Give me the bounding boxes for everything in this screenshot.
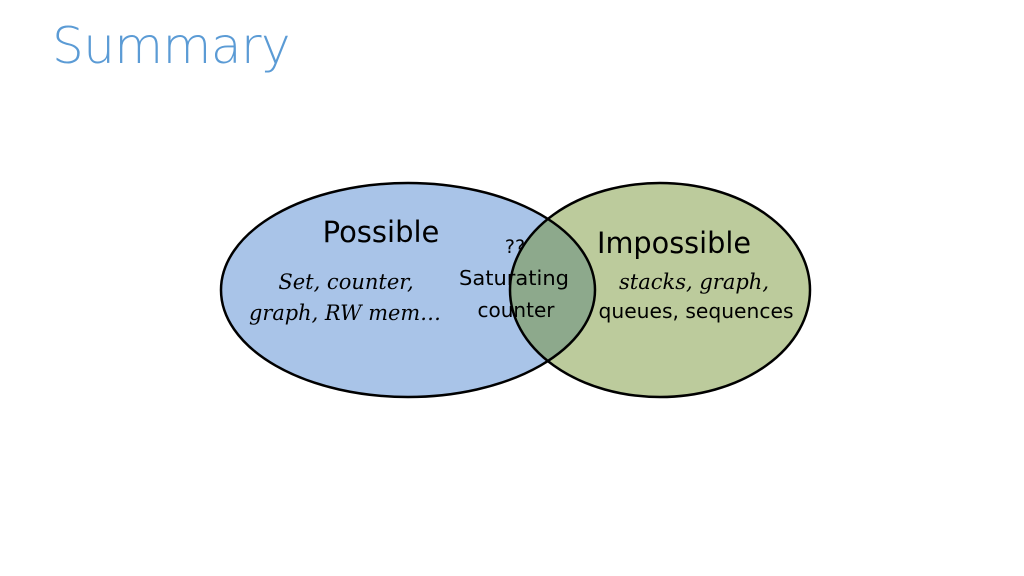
possible-set-outline <box>219 181 597 399</box>
intersection-label-line3: counter <box>478 298 556 322</box>
impossible-set-label: Impossible <box>597 226 751 260</box>
possible-set-items-line1: Set, counter, <box>278 270 413 294</box>
intersection-label-line1: ?? <box>505 236 525 258</box>
intersection-label-line2: Saturating <box>459 266 569 290</box>
impossible-set-outline <box>508 181 812 399</box>
impossible-set-items-line1: stacks, graph, <box>619 270 769 294</box>
page-title: Summary <box>52 17 291 75</box>
possible-set-ellipse <box>221 183 595 397</box>
possible-set-items-line2: graph, RW mem… <box>249 301 441 325</box>
impossible-set-ellipse <box>510 183 810 397</box>
possible-set-label: Possible <box>323 215 440 249</box>
impossible-set-items-line2: queues, sequences <box>599 299 794 323</box>
